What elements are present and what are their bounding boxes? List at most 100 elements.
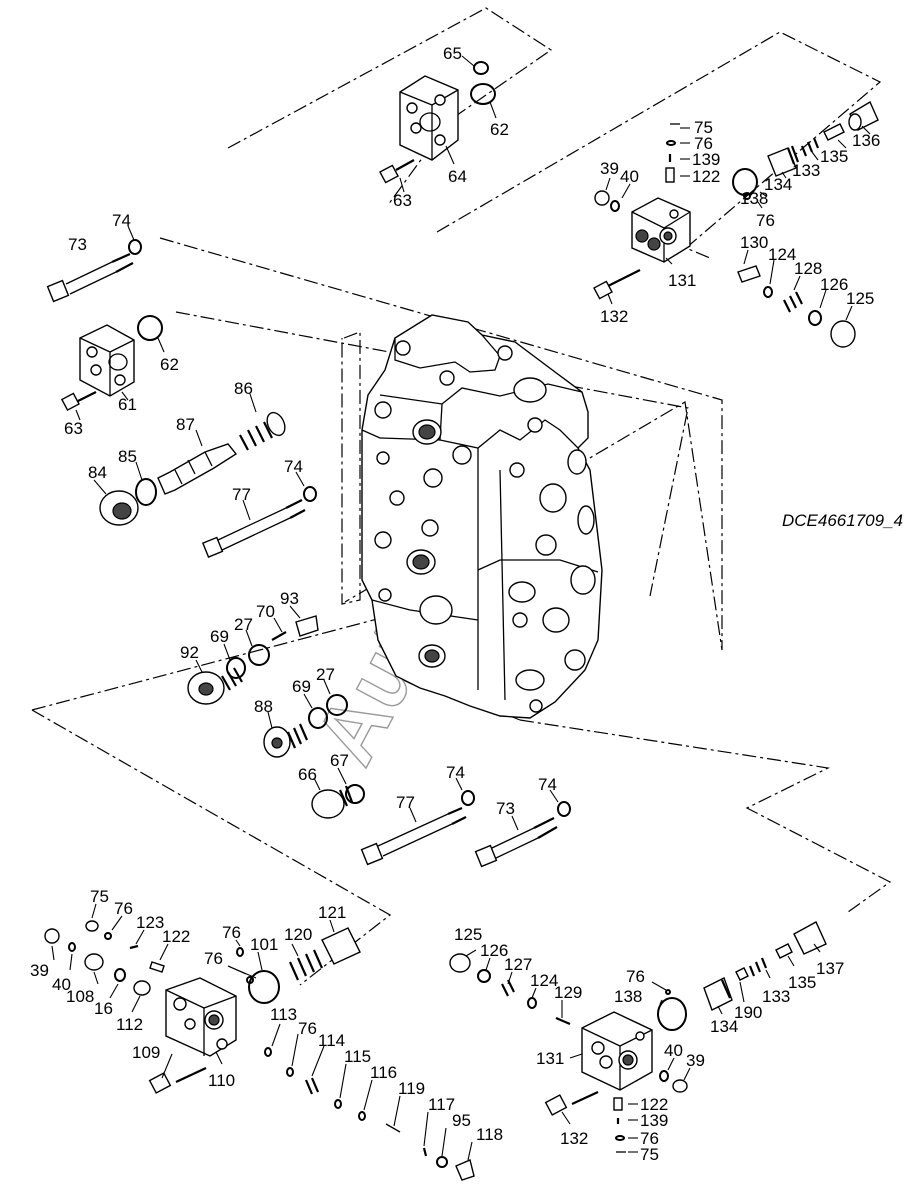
part-label: 73 — [496, 799, 515, 818]
part-label: 76 — [298, 1019, 317, 1038]
part-label: 16 — [94, 999, 113, 1018]
part-label: 109 — [132, 1043, 160, 1062]
part-label: 63 — [64, 419, 83, 438]
part-label: 84 — [88, 463, 107, 482]
valve-body — [361, 314, 603, 719]
part-label: 65 — [443, 44, 462, 63]
part-label: 75 — [90, 887, 109, 906]
part-label: 27 — [316, 665, 335, 684]
part-label: 127 — [504, 955, 532, 974]
valve-131-lower — [449, 921, 827, 1153]
part-label: 40 — [620, 167, 639, 186]
part-label: 122 — [640, 1095, 668, 1114]
part-label: 77 — [396, 793, 415, 812]
part-label: 67 — [330, 751, 349, 770]
part-label: 39 — [600, 159, 619, 178]
drawing-code: DCE4661709_4 — [782, 511, 903, 530]
part-label: 62 — [490, 120, 509, 139]
part-label: 40 — [52, 975, 71, 994]
part-label: 63 — [393, 191, 412, 210]
part-label: 66 — [298, 765, 317, 784]
part-label: 64 — [448, 167, 467, 186]
part-label: 122 — [692, 167, 720, 186]
part-label: 132 — [560, 1129, 588, 1148]
part-label: 27 — [234, 615, 253, 634]
part-label: 113 — [270, 1005, 297, 1024]
part-label: 120 — [284, 925, 312, 944]
part-label: 114 — [318, 1031, 345, 1050]
part-label: 69 — [292, 677, 311, 696]
part-label: 76 — [222, 923, 241, 942]
cover-plate-64 — [379, 61, 496, 184]
part-label: 135 — [820, 147, 848, 166]
bolts-lower — [360, 790, 571, 868]
leader-lines — [51, 55, 871, 1161]
spool-assembly — [99, 411, 286, 526]
part-label: 128 — [794, 259, 822, 278]
part-label: 76 — [626, 967, 645, 986]
part-label: 135 — [788, 973, 816, 992]
part-label: 39 — [686, 1051, 705, 1070]
part-label: 74 — [112, 211, 131, 230]
part-label: 101 — [250, 935, 278, 954]
part-label: 73 — [68, 235, 87, 254]
part-label: 76 — [640, 1129, 659, 1148]
part-label: 77 — [232, 485, 251, 504]
part-label: 88 — [254, 697, 273, 716]
part-label: 125 — [846, 289, 874, 308]
part-label: 116 — [370, 1063, 397, 1082]
part-label: 76 — [694, 134, 713, 153]
valve-110-lower — [44, 920, 475, 1181]
bolt-73-upper — [46, 239, 142, 303]
part-label: 131 — [536, 1049, 564, 1068]
part-label: 39 — [30, 961, 49, 980]
part-label: 61 — [118, 395, 137, 414]
part-label: 118 — [476, 1125, 503, 1144]
part-label: 119 — [398, 1079, 425, 1098]
bolt-77-upper — [201, 486, 317, 558]
part-label: 129 — [554, 983, 582, 1002]
part-label: 76 — [756, 211, 775, 230]
part-label: 138 — [614, 987, 642, 1006]
part-label: 139 — [640, 1111, 668, 1130]
part-label: 124 — [530, 971, 558, 990]
part-label: 133 — [792, 161, 820, 180]
plugs-middle — [187, 615, 365, 819]
part-label: 125 — [454, 925, 482, 944]
part-label: 190 — [734, 1003, 762, 1022]
part-label: 87 — [176, 415, 195, 434]
part-label: 134 — [710, 1017, 738, 1036]
part-label: 93 — [280, 589, 299, 608]
part-label: 40 — [664, 1041, 683, 1060]
part-label: 121 — [318, 903, 346, 922]
part-label: 134 — [764, 175, 792, 194]
part-label: 75 — [694, 118, 713, 137]
part-label: 133 — [762, 987, 790, 1006]
part-label: 76 — [114, 899, 133, 918]
part-label: 86 — [234, 379, 253, 398]
part-label: 95 — [452, 1111, 471, 1130]
part-label: 131 — [668, 271, 696, 290]
part-labels: 65 62 64 63 74 73 62 61 63 86 87 84 85 7… — [30, 44, 880, 1164]
part-label: 132 — [600, 307, 628, 326]
part-label: 136 — [852, 131, 880, 150]
part-label: 122 — [162, 927, 190, 946]
part-label: 126 — [480, 941, 508, 960]
part-label: 62 — [160, 355, 179, 374]
part-label: 139 — [692, 150, 720, 169]
part-label: 108 — [66, 987, 94, 1006]
part-label: 115 — [344, 1047, 371, 1066]
cover-plate-61 — [60, 315, 163, 412]
part-label: 124 — [768, 245, 796, 264]
part-label: 92 — [180, 643, 199, 662]
part-label: 85 — [118, 447, 137, 466]
part-label: 76 — [204, 949, 223, 968]
part-label: 126 — [820, 275, 848, 294]
valve-131-upper — [593, 100, 879, 348]
part-label: 110 — [208, 1071, 235, 1090]
part-label: 70 — [256, 602, 275, 621]
part-label: 74 — [284, 457, 303, 476]
part-label: 137 — [816, 959, 844, 978]
part-label: 74 — [538, 775, 557, 794]
